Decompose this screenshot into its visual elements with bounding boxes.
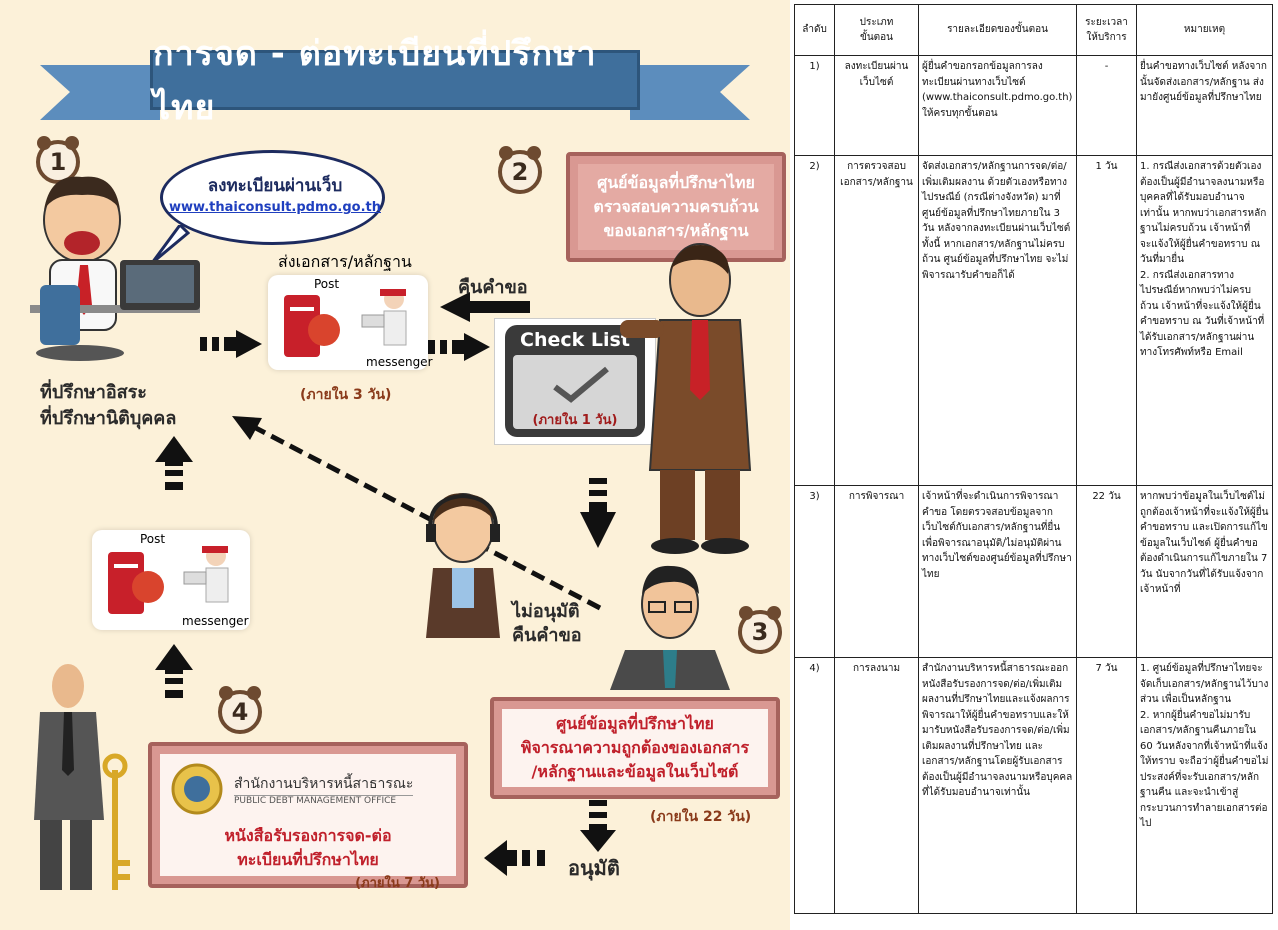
certificate-line-2: ทะเบียนที่ปรึกษาไทย xyxy=(237,850,379,869)
row-no: 2) xyxy=(794,155,835,486)
process-diagram: การจด - ต่อทะเบียนที่ปรึกษาไทย 1 2 3 4 ล… xyxy=(0,0,790,930)
row-duration: 1 วัน xyxy=(1076,155,1137,486)
return-request-label: คืนคำขอ xyxy=(458,277,528,298)
row-remark: 1. กรณีส่งเอกสารด้วยตัวเอง ต้องเป็นผู้มี… xyxy=(1136,155,1273,486)
checklist-board: Check List (ภายใน 1 วัน) xyxy=(505,325,645,437)
call-center-illustration xyxy=(426,493,500,638)
title-banner: การจด - ต่อทะเบียนที่ปรึกษาไทย xyxy=(150,34,640,128)
table-row: 4) การลงนาม สำนักงานบริหารหนี้สาธารณะออก… xyxy=(794,657,1273,914)
step-3-badge: 3 xyxy=(738,606,782,654)
post-messenger-card-bottom: Post messenger xyxy=(92,530,250,630)
row-remark: 1. ศูนย์ข้อมูลที่ปรึกษาไทยจะจัดเก็บเอกสา… xyxy=(1136,657,1273,914)
post-messenger-card-top: Post messenger xyxy=(268,275,433,370)
website-link[interactable]: www.thaiconsult.pdmo.go.th xyxy=(169,200,381,215)
header-type: ประเภท ขั้นตอน xyxy=(834,4,919,56)
diagram-title: การจด - ต่อทะเบียนที่ปรึกษาไทย xyxy=(153,34,597,128)
consultant-label-juristic: ที่ปรึกษานิติบุคคล xyxy=(40,408,177,430)
row-no: 1) xyxy=(794,55,835,156)
within-22-days-note: (ภายใน 22 วัน) xyxy=(650,809,752,825)
step-3-line-2: พิจารณาความถูกต้องของเอกสาร xyxy=(520,738,750,757)
office-name-en: PUBLIC DEBT MANAGEMENT OFFICE xyxy=(234,794,414,806)
messenger-icon-2 xyxy=(183,546,229,603)
not-approved-labels: ไม่อนุมัติ คืนคำขอ xyxy=(512,600,582,649)
within-7-days-note: (ภายใน 7 วัน) xyxy=(355,876,440,891)
speech-bubble xyxy=(160,150,385,245)
ribbon-tails xyxy=(40,65,750,120)
not-approved-label: ไม่อนุมัติ xyxy=(512,601,580,622)
mailbox-icon xyxy=(284,295,340,357)
row-duration: 22 วัน xyxy=(1076,485,1137,658)
row-type: การตรวจสอบเอกสาร/หลักฐาน xyxy=(834,155,919,486)
mailbox-icon-2 xyxy=(108,552,164,614)
row-type: การพิจารณา xyxy=(834,485,919,658)
row-duration: 7 วัน xyxy=(1076,657,1137,914)
certificate-line-1: หนังสือรับรองการจด-ต่อ xyxy=(224,826,392,845)
post-label: Post xyxy=(314,277,340,291)
row-remark: หากพบว่าข้อมูลในเว็บไซต์ไม่ถูกต้องเจ้าหน… xyxy=(1136,485,1273,658)
step-1-badge: 1 xyxy=(36,136,80,184)
reviewer-illustration xyxy=(610,565,730,690)
table-row: 2) การตรวจสอบเอกสาร/หลักฐาน จัดส่งเอกสาร… xyxy=(794,155,1273,486)
procedure-table: ลำดับ ประเภท ขั้นตอน รายละเอียดของขั้นตอ… xyxy=(794,4,1273,914)
header-detail: รายละเอียดของขั้นตอน xyxy=(918,4,1077,56)
step-4-badge: 4 xyxy=(218,686,262,734)
table-header-row: ลำดับ ประเภท ขั้นตอน รายละเอียดของขั้นตอ… xyxy=(794,4,1273,56)
row-detail: สำนักงานบริหารหนี้สาธารณะออกหนังสือรับรอ… xyxy=(918,657,1077,914)
row-detail: เจ้าหน้าที่จะดำเนินการพิจารณาคำขอ โดยตรว… xyxy=(918,485,1077,658)
consultant-label-independent: ที่ปรึกษาอิสระ xyxy=(40,382,147,403)
step-2-line-1: ศูนย์ข้อมูลที่ปรึกษาไทย xyxy=(597,173,755,192)
officer-illustration xyxy=(620,243,752,554)
approve-label: อนุมัติ xyxy=(568,856,620,880)
within-3-days-note: (ภายใน 3 วัน) xyxy=(300,387,392,403)
header-remark: หมายเหตุ xyxy=(1136,4,1273,56)
messenger-label: messenger xyxy=(366,355,433,369)
checkmark-icon xyxy=(553,366,609,403)
row-duration: - xyxy=(1076,55,1137,156)
step-3-line-1: ศูนย์ข้อมูลที่ปรึกษาไทย xyxy=(556,714,714,733)
businessman-key-illustration xyxy=(34,664,130,890)
table-row: 3) การพิจารณา เจ้าหน้าที่จะดำเนินการพิจา… xyxy=(794,485,1273,658)
step-2-box: ศูนย์ข้อมูลที่ปรึกษาไทย ตรวจสอบความครบถ้… xyxy=(566,152,786,262)
table-row: 1) ลงทะเบียนผ่านเว็บไซต์ ผู้ยื่นคำขอกรอก… xyxy=(794,55,1273,156)
send-docs-label: ส่งเอกสาร/หลักฐาน xyxy=(278,252,412,271)
row-no: 3) xyxy=(794,485,835,658)
within-1-day-note: (ภายใน 1 วัน) xyxy=(532,413,618,428)
step-3-line-3: /หลักฐานและข้อมูลในเว็บไซต์ xyxy=(531,762,739,781)
row-no: 4) xyxy=(794,657,835,914)
step-2-line-3: ของเอกสาร/หลักฐาน xyxy=(603,221,749,240)
step-2-line-2: ตรวจสอบความครบถ้วน xyxy=(593,197,759,216)
consultant-illustration xyxy=(30,176,200,361)
messenger-label-2: messenger xyxy=(182,614,249,628)
row-detail: จัดส่งเอกสาร/หลักฐานการจด/ต่อ/เพิ่มเติมผ… xyxy=(918,155,1077,486)
step-4-box: สำนักงานบริหารหนี้สาธารณะ PUBLIC DEBT MA… xyxy=(148,742,468,891)
not-approved-return-label: คืนคำขอ xyxy=(512,625,582,647)
pdmo-logo-icon xyxy=(171,763,223,815)
header-duration: ระยะเวลา ให้บริการ xyxy=(1076,4,1137,56)
checklist-title: Check List xyxy=(520,329,630,351)
header-no: ลำดับ xyxy=(794,4,835,56)
bubble-text: ลงทะเบียนผ่านเว็บ xyxy=(207,176,343,196)
row-detail: ผู้ยื่นคำขอกรอกข้อมูลการลงทะเบียนผ่านทาง… xyxy=(918,55,1077,156)
step-2-badge: 2 xyxy=(498,146,542,194)
flow-arrows xyxy=(155,292,616,876)
row-type: การลงนาม xyxy=(834,657,919,914)
messenger-icon xyxy=(361,289,407,346)
row-remark: ยื่นคำขอทางเว็บไซต์ หลังจากนั้นจัดส่งเอก… xyxy=(1136,55,1273,156)
bubble-tail xyxy=(150,225,190,265)
office-header: สำนักงานบริหารหนี้สาธารณะ PUBLIC DEBT MA… xyxy=(160,762,456,816)
step-3-box: ศูนย์ข้อมูลที่ปรึกษาไทย พิจารณาความถูกต้… xyxy=(490,697,780,799)
consultant-labels: ที่ปรึกษาอิสระ ที่ปรึกษานิติบุคคล xyxy=(40,380,240,432)
post-label-2: Post xyxy=(140,532,166,546)
checklist-card: Check List (ภายใน 1 วัน) xyxy=(494,318,656,445)
office-name-th: สำนักงานบริหารหนี้สาธารณะ xyxy=(234,775,414,792)
row-type: ลงทะเบียนผ่านเว็บไซต์ xyxy=(834,55,919,156)
